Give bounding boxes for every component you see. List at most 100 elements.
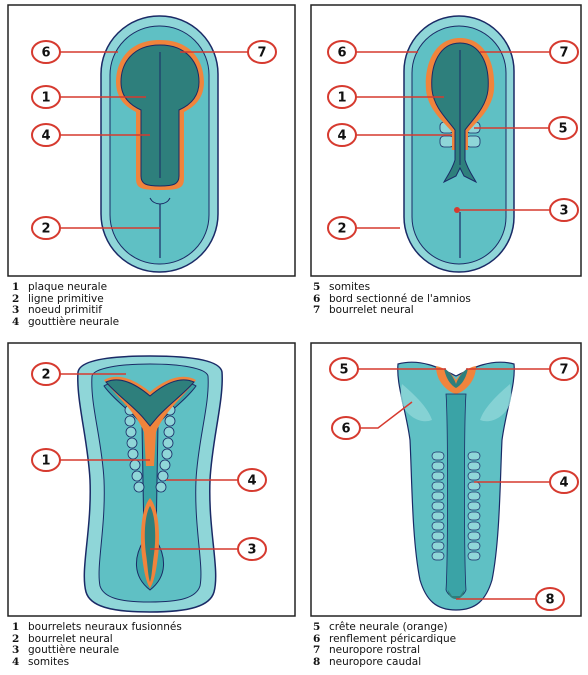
somite	[468, 502, 480, 510]
somite	[468, 462, 480, 470]
somite	[164, 427, 174, 437]
callout-marker: 2	[32, 363, 60, 385]
somite	[156, 482, 166, 492]
somite	[134, 482, 144, 492]
callout-marker: 3	[550, 199, 578, 221]
somite	[468, 492, 480, 500]
callout-label: 3	[559, 204, 568, 219]
callout-marker: 7	[248, 41, 276, 63]
callout-marker: 2	[32, 217, 60, 239]
somite	[468, 512, 480, 520]
somite	[162, 449, 172, 459]
callout-marker: 6	[332, 417, 360, 439]
callout-label: 2	[41, 368, 50, 383]
callout-marker: 2	[328, 217, 356, 239]
somite	[468, 552, 480, 560]
callout-label: 7	[559, 46, 568, 61]
callout-label: 6	[337, 46, 346, 61]
callout-label: 8	[545, 593, 554, 608]
somite	[432, 462, 444, 470]
somite	[468, 472, 480, 480]
somite	[440, 136, 454, 147]
callout-label: 5	[339, 363, 348, 378]
somite	[432, 552, 444, 560]
callout-marker: 1	[32, 86, 60, 108]
callout-marker: 1	[32, 449, 60, 471]
somite	[125, 416, 135, 426]
callout-label: 4	[247, 474, 256, 489]
panel-3-embryo	[78, 356, 222, 612]
somite	[432, 502, 444, 510]
callout-label: 7	[257, 46, 266, 61]
somite	[128, 449, 138, 459]
somite	[432, 522, 444, 530]
callout-label: 7	[559, 363, 568, 378]
somite	[432, 542, 444, 550]
somite-column-right	[468, 452, 480, 560]
callout-label: 1	[41, 454, 50, 469]
callout-marker: 4	[32, 124, 60, 146]
callout-marker: 1	[328, 86, 356, 108]
callout-label: 5	[558, 122, 567, 137]
somite	[130, 460, 140, 470]
somite	[132, 471, 142, 481]
somite	[432, 472, 444, 480]
somite	[432, 532, 444, 540]
somite	[432, 512, 444, 520]
somite	[160, 460, 170, 470]
panel-2-embryo	[404, 16, 514, 272]
callout-label: 1	[41, 91, 50, 106]
somite-column-left	[432, 452, 444, 560]
somite	[126, 427, 136, 437]
callout-marker: 5	[549, 117, 577, 139]
callout-label: 1	[337, 91, 346, 106]
callout-label: 2	[41, 222, 50, 237]
somite	[468, 452, 480, 460]
panel-1-embryo	[101, 16, 218, 272]
somite	[468, 482, 480, 490]
somite	[163, 438, 173, 448]
somite	[468, 542, 480, 550]
callout-marker: 7	[550, 358, 578, 380]
callout-label: 2	[337, 222, 346, 237]
somite	[468, 532, 480, 540]
somite	[432, 452, 444, 460]
callout-marker: 4	[550, 471, 578, 493]
neural-tube	[446, 394, 466, 598]
callout-label: 6	[41, 46, 50, 61]
legend-item: 1bourrelets neuraux fusionnés	[12, 622, 182, 634]
callout-marker: 6	[328, 41, 356, 63]
callout-marker: 3	[238, 538, 266, 560]
somite	[468, 522, 480, 530]
callout-marker: 4	[238, 469, 266, 491]
callout-label: 6	[341, 422, 350, 437]
somite	[165, 416, 175, 426]
somite	[432, 492, 444, 500]
callout-marker: 5	[330, 358, 358, 380]
callout-label: 4	[559, 476, 568, 491]
callout-label: 4	[41, 129, 50, 144]
callout-marker: 8	[536, 588, 564, 610]
callout-marker: 4	[328, 124, 356, 146]
callout-label: 4	[337, 129, 346, 144]
callout-marker: 7	[550, 41, 578, 63]
somite	[432, 482, 444, 490]
callout-marker: 6	[32, 41, 60, 63]
somite	[466, 136, 480, 147]
somite	[127, 438, 137, 448]
legend-item: 7bourrelet neural	[313, 305, 471, 317]
